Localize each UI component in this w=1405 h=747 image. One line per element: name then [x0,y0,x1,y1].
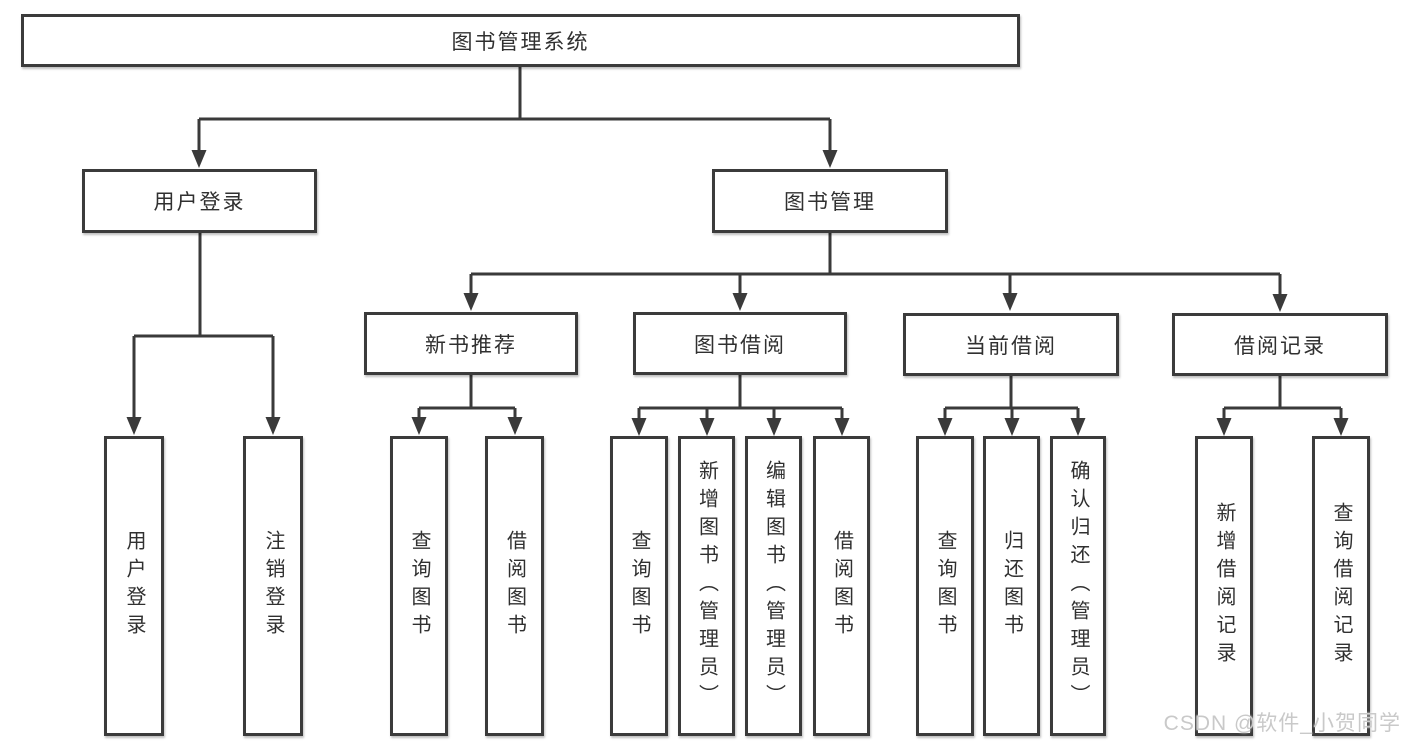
leaf-add-borrow-record: 新增借阅记录 [1195,436,1253,736]
node-current-borrowing-label: 当前借阅 [965,334,1057,358]
node-book-management: 图书管理 [712,169,948,233]
leaf-borrow-books-recommend: 借阅图书 [485,436,544,736]
leaf-query-books-current-label: 查询图书 [934,530,956,642]
leaf-query-borrow-record: 查询借阅记录 [1312,436,1370,736]
leaf-borrow-books-borrowing-label: 借阅图书 [830,530,853,642]
leaf-add-borrow-record-label: 新增借阅记录 [1213,502,1235,670]
leaf-query-books-borrowing-label: 查询图书 [628,530,650,642]
node-library-system-label: 图书管理系统 [451,30,590,54]
node-book-borrowing-label: 图书借阅 [694,333,786,357]
node-book-borrowing: 图书借阅 [633,312,847,375]
leaf-add-books-admin: 新增图书（管理员） [678,436,735,736]
node-book-management-label: 图书管理 [784,191,876,214]
node-user-login: 用户登录 [82,169,317,233]
leaf-user-login: 用户登录 [104,436,164,736]
leaf-return-books-label: 归还图书 [1000,530,1023,642]
leaf-query-books-recommend-label: 查询图书 [408,530,430,642]
leaf-query-books-borrowing: 查询图书 [610,436,668,736]
leaf-user-login-label: 用户登录 [123,530,145,642]
leaf-add-books-admin-label: 新增图书（管理员） [695,460,718,712]
node-borrowing-records-label: 借阅记录 [1234,334,1326,358]
leaf-query-books-recommend: 查询图书 [390,436,448,736]
leaf-return-books: 归还图书 [983,436,1040,736]
leaf-borrow-books-borrowing: 借阅图书 [813,436,870,736]
node-current-borrowing: 当前借阅 [903,313,1119,376]
leaf-edit-books-admin-label: 编辑图书（管理员） [762,460,785,712]
node-new-book-recommend-label: 新书推荐 [425,333,517,357]
leaf-edit-books-admin: 编辑图书（管理员） [745,436,802,736]
node-library-system: 图书管理系统 [21,14,1020,67]
leaf-logout: 注销登录 [243,436,303,736]
leaf-borrow-books-recommend-label: 借阅图书 [503,530,526,642]
leaf-confirm-return-admin-label: 确认归还（管理员） [1067,460,1089,712]
node-borrowing-records: 借阅记录 [1172,313,1388,376]
leaf-logout-label: 注销登录 [262,530,284,642]
watermark: CSDN @软件_小贺同学 [1163,712,1401,735]
node-user-login-label: 用户登录 [153,191,246,214]
arrowhead-icons [126,150,1349,436]
node-new-book-recommend: 新书推荐 [364,312,578,375]
leaf-query-borrow-record-label: 查询借阅记录 [1330,502,1352,670]
leaf-query-books-current: 查询图书 [916,436,974,736]
leaf-confirm-return-admin: 确认归还（管理员） [1050,436,1106,736]
